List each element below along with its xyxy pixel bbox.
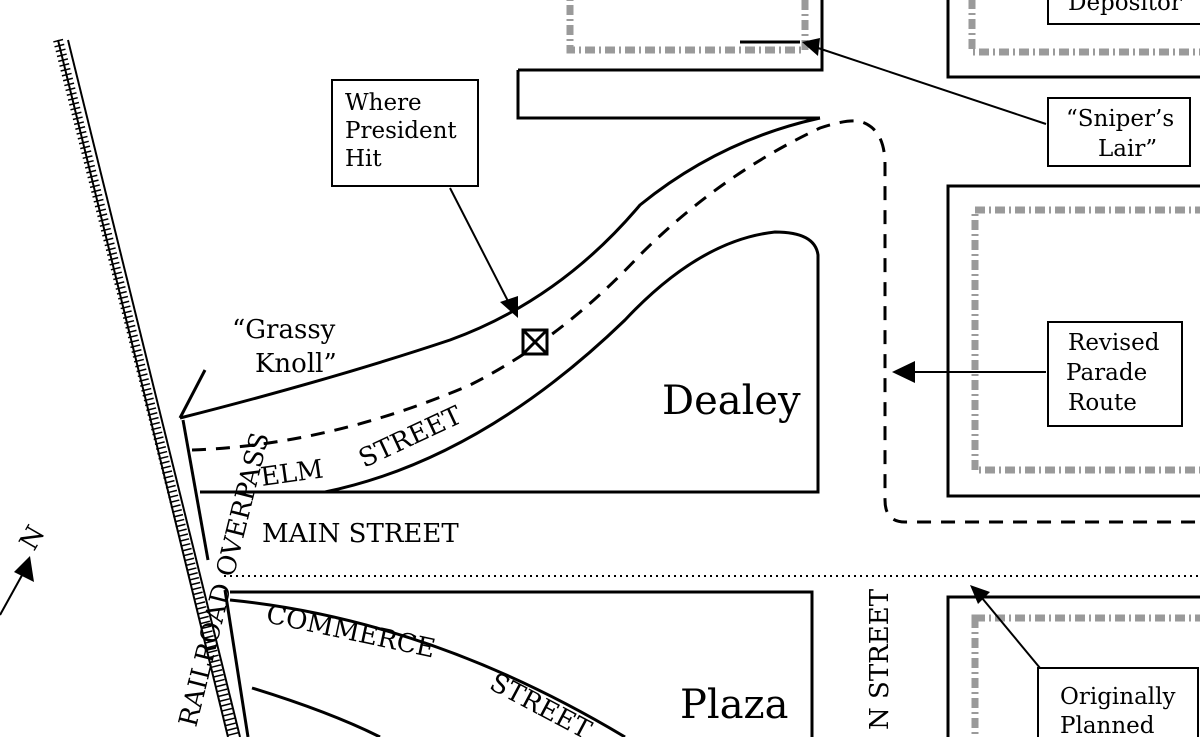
x-in-box-icon <box>521 328 549 356</box>
revised-route-line-2: Parade <box>1066 360 1147 386</box>
callout-revised-route: Revised Parade Route <box>892 321 1183 427</box>
grassy-knoll-line-2: Knoll” <box>255 349 337 379</box>
dealey-label: Dealey <box>662 378 801 424</box>
houston-street-label: N STREET <box>865 588 895 730</box>
depository-label: Depositor <box>1068 0 1182 16</box>
where-hit-line-1: Where <box>345 90 422 116</box>
street-lines <box>178 0 824 737</box>
plaza-label: Plaza <box>680 682 788 728</box>
commerce-street-label: STREET <box>485 668 597 737</box>
originally-planned-line-2: Planned <box>1060 713 1155 737</box>
commerce-label: COMMERCE <box>264 600 438 665</box>
elm-street-label: STREET <box>354 400 467 474</box>
north-arrow-icon: N <box>0 521 51 616</box>
callout-snipers-lair: “Sniper’s Lair” <box>802 38 1191 167</box>
building-blocks <box>566 0 1200 737</box>
revised-route-line-3: Route <box>1068 390 1137 416</box>
callout-where-president-hit: Where President Hit <box>331 79 518 318</box>
where-hit-line-2: President <box>345 118 457 144</box>
where-hit-line-3: Hit <box>345 146 382 172</box>
railroad-track-icon <box>53 38 241 737</box>
snipers-lair-line-1: “Sniper’s <box>1066 106 1174 132</box>
grassy-knoll-line-1: “Grassy <box>232 315 336 345</box>
revised-route-line-1: Revised <box>1068 330 1160 356</box>
callout-originally-planned: Originally Planned <box>970 585 1199 737</box>
main-street-label: MAIN STREET <box>262 519 459 549</box>
snipers-lair-line-2: Lair” <box>1098 136 1157 162</box>
north-label: N <box>14 521 51 556</box>
originally-planned-line-1: Originally <box>1060 684 1176 710</box>
parade-route <box>191 119 1200 524</box>
callout-depository: Depositor <box>1047 0 1200 25</box>
